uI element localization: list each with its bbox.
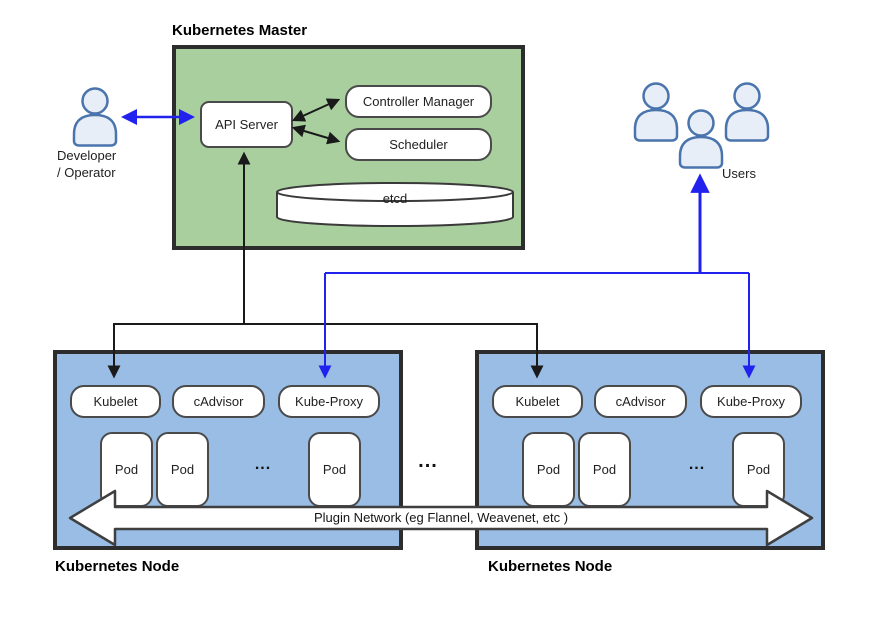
pod-box: Pod	[156, 432, 209, 507]
cadvisor-box: cAdvisor	[172, 385, 265, 418]
pods-ellipsis: ...	[254, 456, 272, 473]
cadvisor-box: cAdvisor	[594, 385, 687, 418]
developer-label: Developer / Operator	[57, 148, 117, 180]
pods-ellipsis: ...	[688, 456, 706, 473]
between-nodes-ellipsis: ...	[418, 450, 438, 472]
kubernetes-master-box: API Server Controller Manager Scheduler …	[172, 45, 525, 250]
api-server-label: API Server	[215, 117, 278, 132]
controller-manager-box: Controller Manager	[345, 85, 492, 118]
plugin-network-label: Plugin Network (eg Flannel, Weavenet, et…	[313, 510, 569, 525]
developer-icon	[72, 87, 118, 147]
scheduler-label: Scheduler	[389, 137, 448, 152]
node-2-label: Kubernetes Node	[488, 558, 613, 575]
pod-box: Pod	[100, 432, 153, 507]
pod-box: Pod	[308, 432, 361, 507]
scheduler-box: Scheduler	[345, 128, 492, 161]
kubelet-box: Kubelet	[492, 385, 583, 418]
users-icon	[633, 82, 770, 169]
master-title: Kubernetes Master	[172, 22, 308, 39]
cylinder-icon	[276, 182, 514, 227]
pod-box: Pod	[522, 432, 575, 507]
etcd-label: etcd	[382, 191, 408, 206]
kubelet-box: Kubelet	[70, 385, 161, 418]
api-server-box: API Server	[200, 101, 293, 148]
controller-manager-label: Controller Manager	[362, 94, 475, 109]
pod-box: Pod	[732, 432, 785, 507]
kube-proxy-box: Kube-Proxy	[278, 385, 380, 418]
node-1-label: Kubernetes Node	[55, 558, 180, 575]
users-label: Users	[722, 166, 756, 181]
pod-box: Pod	[578, 432, 631, 507]
etcd-cylinder: etcd	[275, 181, 515, 229]
kube-proxy-box: Kube-Proxy	[700, 385, 802, 418]
